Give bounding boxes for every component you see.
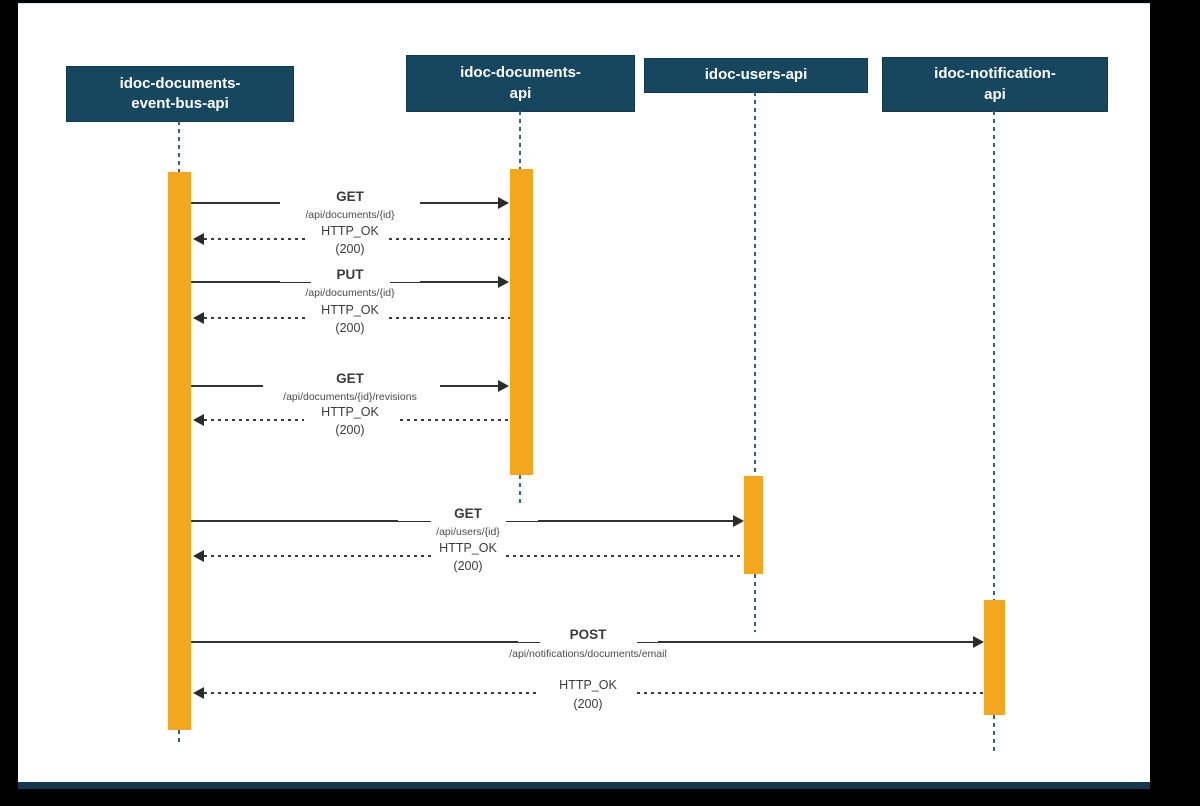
message-method: GET [280,371,420,386]
request-arrowhead-icon [498,197,509,209]
lifeline-documents-lower [519,475,521,508]
message-path: /api/notifications/documents/email [458,648,718,660]
message-method: POST [518,627,658,642]
actor-label-line: idoc-documents- [119,74,241,92]
canvas-footer-bar [18,782,1150,789]
actor-label-line: idoc-notification- [934,65,1056,83]
response-line-segment [204,692,540,694]
request-arrowhead-icon [973,636,984,648]
request-line-segment [191,641,540,643]
lifeline-event-bus-upper [178,121,180,172]
response-arrowhead-icon [193,687,204,699]
request-line-segment [191,281,311,283]
activation-notification [984,600,1005,715]
response-status: HTTP_OK [518,678,658,692]
response-line-segment [637,692,984,694]
request-line-segment [191,520,431,522]
actor-box-users-api: idoc-users-api [645,59,867,92]
response-arrowhead-icon [193,550,204,562]
response-line-segment [204,555,431,557]
response-line-segment [389,317,510,319]
response-line-segment [204,419,304,421]
response-code: (200) [280,242,420,256]
response-status: HTTP_OK [280,405,420,419]
request-line-segment [412,202,498,204]
activation-users [744,476,763,574]
request-arrowhead-icon [733,515,744,527]
request-line-segment [506,520,734,522]
response-code: (200) [518,697,658,711]
lifeline-documents-upper [519,111,521,170]
response-status: HTTP_OK [398,541,538,555]
actor-label-line: idoc-documents- [460,64,581,82]
actor-box-notification-api: idoc-notification- api [883,58,1107,111]
message-method: GET [398,506,538,521]
request-line-segment [637,641,974,643]
actor-box-event-bus-api: idoc-documents- event-bus-api [67,67,293,121]
response-code: (200) [280,321,420,335]
response-code: (200) [398,559,538,573]
request-arrowhead-icon [498,276,509,288]
lifeline-notification-lower [993,715,995,752]
request-line-segment [440,385,498,387]
message-method: PUT [280,267,420,282]
response-code: (200) [280,423,420,437]
actor-box-documents-api: idoc-documents- api [407,56,634,111]
message-path: /api/users/{id} [368,526,568,538]
request-arrowhead-icon [498,380,509,392]
response-line-segment [506,555,744,557]
response-status: HTTP_OK [280,224,420,238]
request-line-segment [191,202,281,204]
actor-label-line: idoc-users-api [704,66,808,84]
lifeline-users-lower [754,574,756,632]
lifeline-event-bus-lower [178,730,180,743]
message-path: /api/documents/{id} [240,287,460,299]
response-arrowhead-icon [193,312,204,324]
response-line-segment [389,238,510,240]
request-line-segment [191,385,263,387]
lifeline-users-upper [754,92,756,476]
message-path: /api/documents/{id}/revisions [212,391,488,403]
lifeline-notification-upper [993,111,995,600]
activation-event-bus [168,172,191,730]
message-method: GET [280,189,420,204]
response-arrowhead-icon [193,233,204,245]
response-line-segment [400,419,510,421]
actor-label-line: api [509,84,532,102]
message-path: /api/documents/{id} [240,209,460,221]
actor-label-line: api [984,85,1006,103]
response-status: HTTP_OK [280,303,420,317]
activation-documents [510,169,533,475]
actor-label-line: event-bus-api [131,95,229,112]
request-line-segment [390,281,498,283]
response-line-segment [204,317,307,319]
response-arrowhead-icon [193,414,204,426]
response-line-segment [204,238,307,240]
